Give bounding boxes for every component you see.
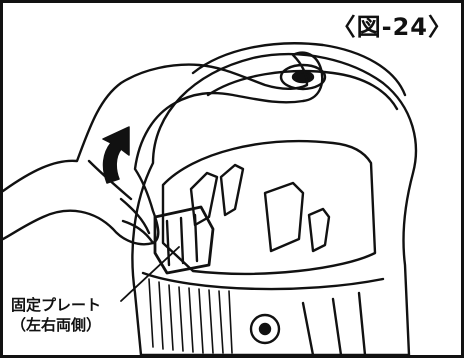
fixing-plate-rib (179, 216, 185, 265)
thumb-tip (121, 219, 155, 245)
finger-crease (119, 197, 151, 235)
vent-panel-outline (161, 139, 377, 275)
fixing-plate-rib (193, 213, 199, 263)
curved-up-arrow-icon (102, 126, 130, 184)
tool-cap-outline (191, 42, 407, 97)
lower-ridge (301, 291, 367, 355)
vent-slot (307, 207, 331, 253)
figure-number-label: 〈図-24〉 (329, 7, 455, 42)
callout-line-2: （左右両側） (11, 316, 102, 334)
fixing-plate-callout: 固定プレート （左右両側） (9, 295, 104, 335)
tool-top-knob (279, 63, 327, 91)
knurled-ring (141, 271, 385, 291)
callout-leader-line (120, 246, 180, 302)
vent-slot (219, 163, 245, 217)
tool-top-knob-inner (291, 70, 315, 84)
fixing-plate (153, 205, 215, 275)
vent-slot (263, 181, 305, 253)
callout-line-1: 固定プレート (11, 296, 102, 314)
hand-outline (3, 51, 324, 246)
tool-illustration (3, 42, 418, 355)
tool-housing-outline (131, 52, 418, 355)
lower-screw-head (258, 322, 272, 336)
knurl-lines (148, 278, 233, 354)
lower-screw (249, 313, 281, 345)
tool-cap-inner (206, 69, 399, 111)
